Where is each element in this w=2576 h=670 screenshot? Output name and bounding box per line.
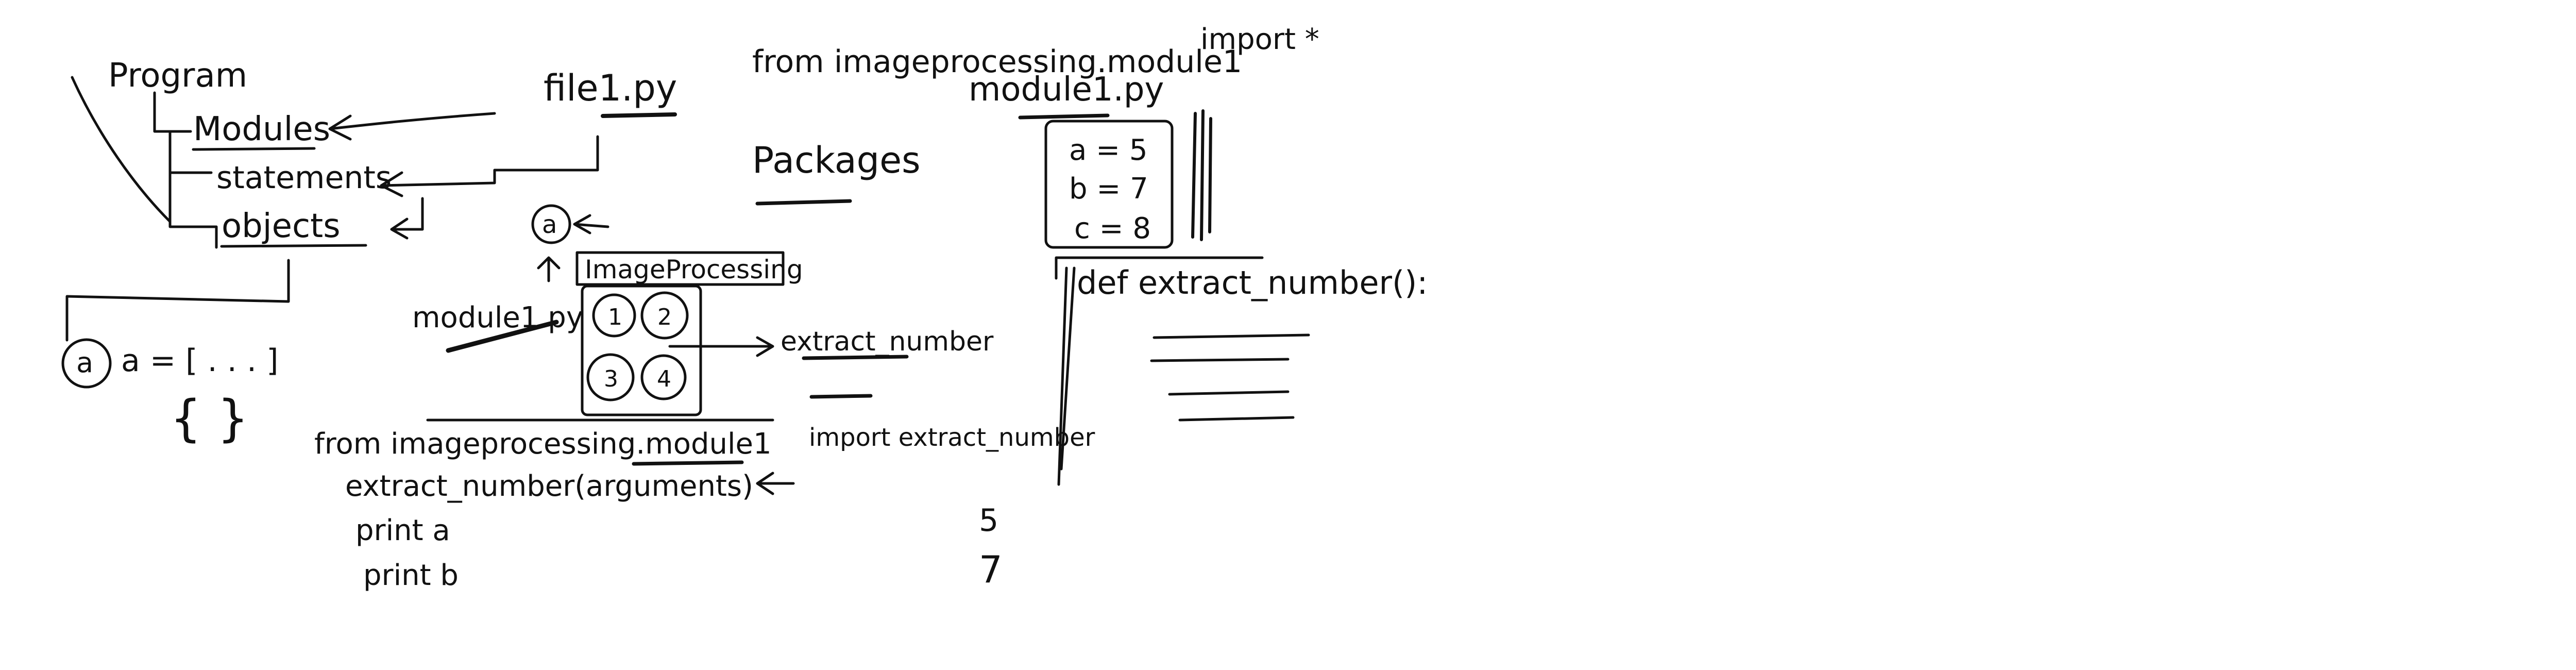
code-line-c: c = 8 xyxy=(1074,212,1151,245)
a-symbol-left: a xyxy=(76,346,93,379)
module1-right-underline xyxy=(1018,113,1110,120)
image-processing-header-box xyxy=(575,251,785,286)
def-body-line-3 xyxy=(1168,390,1290,396)
module-cell-1 xyxy=(592,293,636,338)
file-label: file1.py xyxy=(544,67,677,109)
def-body-line-4 xyxy=(1178,416,1295,422)
variable-circle xyxy=(61,338,112,389)
module-cell-2 xyxy=(640,291,689,340)
extract-number-underline xyxy=(802,355,909,360)
module1-label-left: module1.py xyxy=(412,301,583,334)
packages-underline xyxy=(755,199,852,206)
module-cell-3 xyxy=(586,353,635,401)
code-box-side-marks xyxy=(1191,109,1212,241)
file-to-modules-arrow xyxy=(328,112,496,141)
call-return-arrow xyxy=(756,472,795,495)
file-to-statements-arrow xyxy=(380,135,599,197)
module-cell-4-label: 4 xyxy=(657,366,671,392)
module-cell-1-label: 1 xyxy=(608,304,622,330)
packages-label: Packages xyxy=(752,139,921,181)
def-line: def extract_number(): xyxy=(1077,264,1428,301)
def-body-line-1 xyxy=(1153,333,1310,339)
module-cell-2-label: 2 xyxy=(657,304,672,330)
a-symbol-small: a xyxy=(542,210,557,239)
tree-connector xyxy=(153,91,218,249)
module-cell-3-label: 3 xyxy=(604,366,618,392)
module1-underline-left xyxy=(632,460,744,466)
import-line-top: from imageprocessing.module1 xyxy=(752,44,1242,80)
file-underline xyxy=(601,112,677,118)
import-extract-label: import extract_number xyxy=(809,423,1095,452)
extract-number-arrow xyxy=(668,336,774,357)
def-body-line-2 xyxy=(1150,358,1290,362)
modules-label: Modules xyxy=(193,110,330,148)
program-to-objects-curve xyxy=(71,76,172,223)
objects-underline xyxy=(220,244,367,248)
image-processing-label: ImageProcessing xyxy=(585,255,803,284)
result-value-7: 7 xyxy=(979,548,1003,591)
code-line-b: b = 7 xyxy=(1069,172,1148,206)
import-extract-dash xyxy=(809,394,873,399)
module1-pointer xyxy=(446,320,559,353)
header-side-arrow xyxy=(537,256,561,282)
result-value-5: 5 xyxy=(979,502,998,539)
objects-label: objects xyxy=(222,207,341,245)
module1-code-box xyxy=(1044,120,1174,249)
statements-label: statements xyxy=(216,160,392,196)
list-assignment: a = [ . . . ] xyxy=(121,343,279,379)
extract-number-label: extract_number xyxy=(781,326,994,357)
braces-label: { } xyxy=(170,390,249,447)
code-line-a: a = 5 xyxy=(1069,133,1147,167)
def-block-bracket xyxy=(1055,256,1264,486)
modules-underline xyxy=(192,147,316,151)
modules-container-box xyxy=(581,284,702,416)
print-a-line: print a xyxy=(355,514,450,547)
file-to-objects-arrow xyxy=(390,197,424,240)
extract-number-call: extract_number(arguments) xyxy=(345,470,753,503)
import-star-label: import * xyxy=(1200,23,1319,56)
assignment-link-curve xyxy=(65,259,290,342)
a-circle-arrow xyxy=(573,214,609,234)
a-circle-small xyxy=(531,204,571,244)
module1-label-right: module1.py xyxy=(969,71,1164,109)
program-label: Program xyxy=(108,57,247,95)
print-b-line: print b xyxy=(363,559,459,592)
module-cell-4 xyxy=(640,354,687,400)
import-line-left: from imageprocessing.module1 xyxy=(314,427,772,461)
